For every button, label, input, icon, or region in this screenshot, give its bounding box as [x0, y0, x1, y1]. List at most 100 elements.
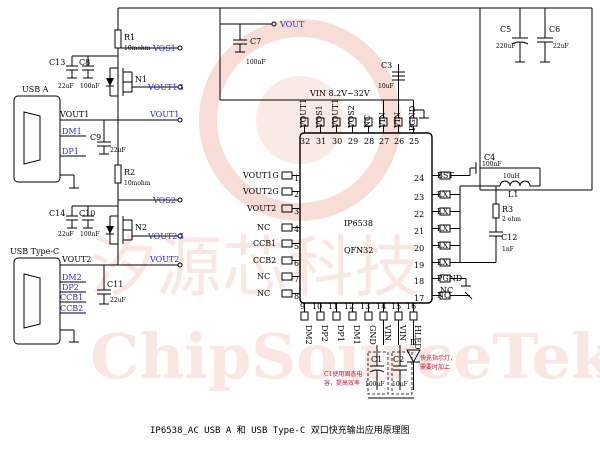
cap-c10: C10 100nF: [79, 206, 99, 238]
svg-text:PGND: PGND: [408, 106, 417, 131]
c1-note: C1使用固态电: [324, 370, 362, 378]
svg-text:C14: C14: [49, 209, 65, 218]
svg-text:C3: C3: [381, 61, 392, 70]
svg-text:100nF: 100nF: [80, 231, 99, 238]
chip-pin: 2 VOUT2G: [242, 187, 300, 199]
svg-text:DM1: DM1: [352, 325, 361, 345]
svg-text:22: 22: [414, 210, 424, 219]
svg-text:22uF: 22uF: [110, 297, 126, 304]
net-vos1: VOS1: [152, 44, 176, 53]
chip-name: IP6538: [344, 219, 373, 228]
svg-text:LX: LX: [437, 258, 448, 267]
svg-text:L1: L1: [508, 190, 518, 199]
chip-right-pins: 24 BST 23 LX 22 LX 21 LX 20 LX: [414, 171, 462, 303]
svg-text:VOS2: VOS2: [347, 105, 356, 129]
chip-ip6538: IP6538 QFN32 1 VOUT1G 2 VOUT2G 3 VOUT2 4: [242, 99, 462, 350]
svg-text:20: 20: [414, 244, 424, 253]
svg-text:N1: N1: [135, 75, 147, 84]
svg-text:NC: NC: [257, 223, 270, 232]
chip-pin: 8 NC: [257, 289, 300, 301]
svg-text:9: 9: [300, 302, 305, 311]
svg-text:10: 10: [312, 302, 322, 311]
svg-text:10uF: 10uF: [378, 83, 394, 90]
mosfet-n2: N2 VOUT2G: [106, 212, 184, 250]
vin-input-caps: C5 220uF C6 22uF: [219, 7, 593, 191]
svg-text:VOUT2G: VOUT2G: [242, 187, 279, 196]
usb-a-pin: DP1: [62, 147, 79, 156]
svg-text:C10: C10: [79, 209, 95, 218]
power-stage: C4 100nF 10uH L1 R3 2 ohm C12 1nF: [440, 153, 541, 300]
chip-pin: 6 CCB2: [253, 256, 300, 268]
channel-2: R2 10mohm VOS2 C14 22uF C10 100nF: [49, 164, 184, 305]
net-vout2g: VOUT2G: [147, 232, 184, 241]
r3-ref: R3: [502, 205, 513, 214]
svg-text:31: 31: [316, 137, 326, 146]
usb-a-connector: USB A DM1 DP1: [13, 85, 86, 189]
svg-text:3: 3: [294, 207, 299, 216]
svg-text:12: 12: [344, 302, 354, 311]
svg-text:22uF: 22uF: [553, 43, 569, 50]
svg-text:23: 23: [414, 193, 424, 202]
svg-text:10uH: 10uH: [503, 173, 520, 180]
chip-pin: 1 VOUT1G: [242, 171, 300, 183]
svg-text:15: 15: [391, 302, 401, 311]
led-note-2: 需要时加上: [420, 363, 450, 371]
svg-text:24: 24: [414, 174, 424, 183]
chip-pin: 18 PGND: [414, 274, 462, 286]
svg-text:DM2: DM2: [304, 325, 313, 345]
svg-text:R1: R1: [124, 33, 135, 42]
c2-dashed-box: [391, 351, 413, 395]
svg-text:D: D: [410, 338, 416, 347]
cap-c5: C5 220uF: [496, 8, 529, 63]
svg-text:1: 1: [294, 174, 299, 183]
chip-body: [299, 132, 433, 304]
svg-text:8: 8: [294, 292, 299, 301]
svg-text:C2: C2: [393, 355, 404, 364]
usb-c-connector: USB Type-C DM2 DP2 CCB1 CCB2: [10, 247, 86, 345]
usb-c-body: [13, 257, 61, 345]
usb-a-body: [13, 95, 61, 183]
svg-text:22uF: 22uF: [58, 83, 74, 90]
chip-package: QFN32: [344, 246, 373, 255]
figure-caption: IP6538_AC USB A 和 USB Type-C 双口快充输出应用原理图: [150, 424, 410, 436]
svg-text:VOS1: VOS1: [315, 105, 324, 129]
vout-top: VOUT C7 100nF: [220, 20, 305, 66]
svg-text:11: 11: [328, 302, 338, 311]
usb-c-pin: DM2: [62, 273, 82, 282]
svg-text:100uF: 100uF: [365, 381, 384, 388]
svg-text:17: 17: [414, 294, 424, 303]
usb-c-pin: CCB1: [60, 293, 83, 302]
svg-text:C11: C11: [107, 280, 123, 289]
bottom-input-caps: C1 100uF C2 10uF D C1使用固态电 容，提高效率 快充指示灯，…: [324, 320, 456, 399]
svg-text:C5: C5: [500, 25, 511, 34]
net-vos2: VOS2: [152, 196, 176, 205]
c4-ref: C4: [484, 153, 495, 162]
vin-range-label: VIN 8.2V~32V: [309, 89, 370, 98]
pin17-nc-label: NC: [440, 286, 453, 295]
chip-pin: 3 VOUT2: [246, 204, 300, 216]
svg-text:DP1: DP1: [336, 325, 345, 342]
resistor-r1: [114, 29, 122, 49]
svg-text:18: 18: [414, 277, 424, 286]
svg-text:VIN: VIN: [378, 112, 387, 129]
svg-text:LX: LX: [437, 241, 448, 250]
svg-text:22uF: 22uF: [58, 231, 74, 238]
usb-a-pin: DM1: [62, 127, 82, 136]
c12-value: 1nF: [502, 246, 514, 253]
svg-text:30: 30: [332, 137, 342, 146]
svg-text:VOUT1: VOUT1: [299, 99, 308, 129]
svg-text:NC: NC: [257, 272, 270, 281]
svg-text:C13: C13: [49, 58, 65, 67]
svg-text:VIN: VIN: [383, 324, 392, 341]
net-vout1g: VOUT1G: [147, 83, 184, 92]
resistor-r2: [114, 164, 122, 184]
usb-c-port-icon: [23, 273, 41, 329]
inductor-l1: 10uH L1: [496, 167, 541, 199]
r3-value: 2 ohm: [502, 216, 521, 223]
svg-text:220uF: 220uF: [496, 43, 515, 50]
